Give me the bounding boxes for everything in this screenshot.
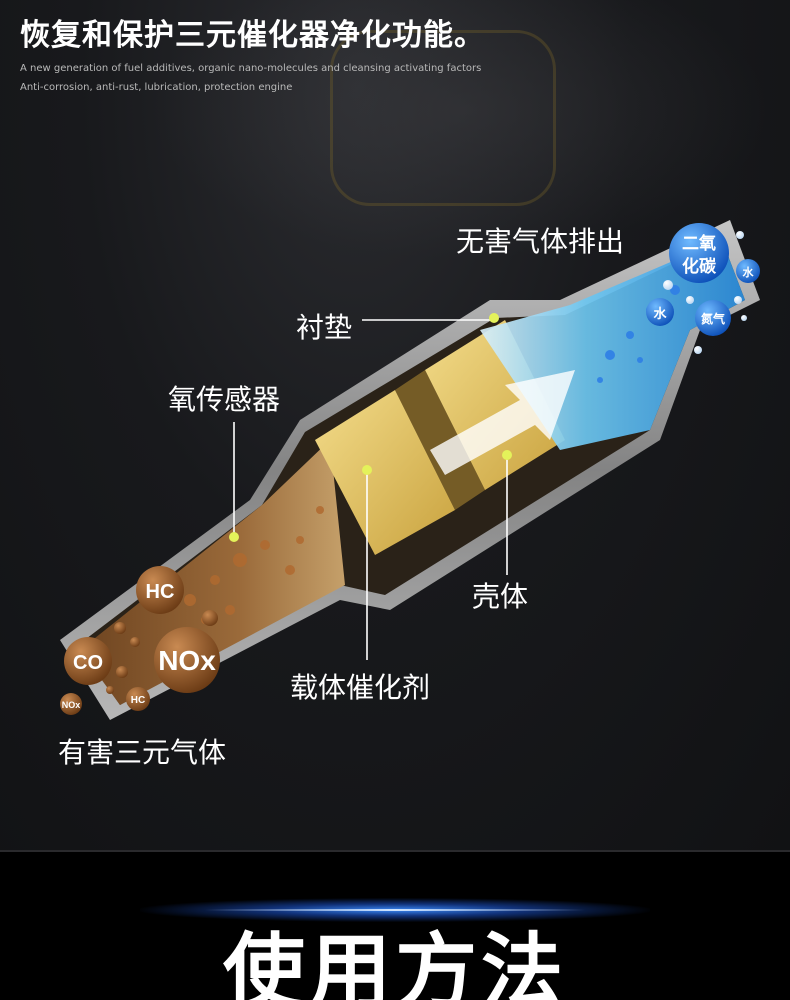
svg-text:HC: HC: [146, 581, 175, 603]
label-shell: 壳体: [472, 580, 529, 613]
svg-text:水: 水: [653, 306, 667, 322]
bubble-nox-small: NOx: [60, 693, 82, 715]
section-divider: [0, 850, 790, 852]
svg-text:水: 水: [743, 265, 755, 279]
usage-method-heading: 使用方法: [222, 925, 567, 1000]
footer-glow-line: [205, 909, 585, 911]
bubble-co2: 二氧 化碳: [669, 223, 729, 283]
svg-text:HC: HC: [131, 695, 145, 706]
catalyst-blocks: [315, 320, 565, 555]
small-white-drops: [663, 231, 747, 354]
label-liner: 衬垫: [296, 311, 353, 344]
bubble-water-small: 水: [736, 259, 760, 283]
svg-text:NOx: NOx: [158, 645, 216, 676]
liner-marker: [489, 313, 499, 323]
co2-line-2: 化碳: [682, 256, 717, 277]
marker-dots: [229, 313, 512, 542]
label-oxygen-sensor: 氧传感器: [168, 383, 281, 416]
bubble-nitrogen: 氮气: [695, 300, 731, 336]
bubble-hc-large: HC: [136, 566, 184, 614]
co2-line-1: 二氧: [682, 233, 716, 254]
engine-background-shape: [150, 0, 770, 260]
catalyst-marker: [362, 465, 372, 475]
svg-text:氮气: 氮气: [701, 311, 725, 326]
dirty-gas-flow: [80, 440, 345, 705]
svg-text:NOx: NOx: [62, 700, 81, 710]
bubble-water: 水: [646, 298, 674, 326]
small-brown-drops: [106, 610, 218, 694]
leader-lines: [233, 319, 508, 660]
oxygen-sensor-marker: [229, 532, 239, 542]
svg-text:CO: CO: [73, 652, 103, 674]
shell-marker: [502, 450, 512, 460]
label-harmful-gas: 有害三元气体: [58, 736, 227, 769]
bubble-co: CO: [64, 637, 112, 685]
footer-band: [0, 852, 790, 1000]
engine-ring-shape: [330, 30, 556, 206]
bubble-nox-large: NOx: [154, 627, 220, 693]
subtitle-line-2: Anti-corrosion, anti-rust, lubrication, …: [20, 82, 293, 93]
catalytic-converter-diagram: HC CO NOx NOx HC 二氧 化碳 水: [60, 220, 760, 720]
label-harmless-gas-out: 无害气体排出: [456, 225, 625, 258]
subtitle-line-1: A new generation of fuel additives, orga…: [20, 63, 482, 74]
bubble-hc-small: HC: [126, 687, 150, 711]
label-carrier-catalyst: 载体催化剂: [290, 671, 431, 704]
page-title: 恢复和保护三元催化器净化功能。: [20, 18, 485, 53]
flow-arrow: [430, 370, 575, 475]
